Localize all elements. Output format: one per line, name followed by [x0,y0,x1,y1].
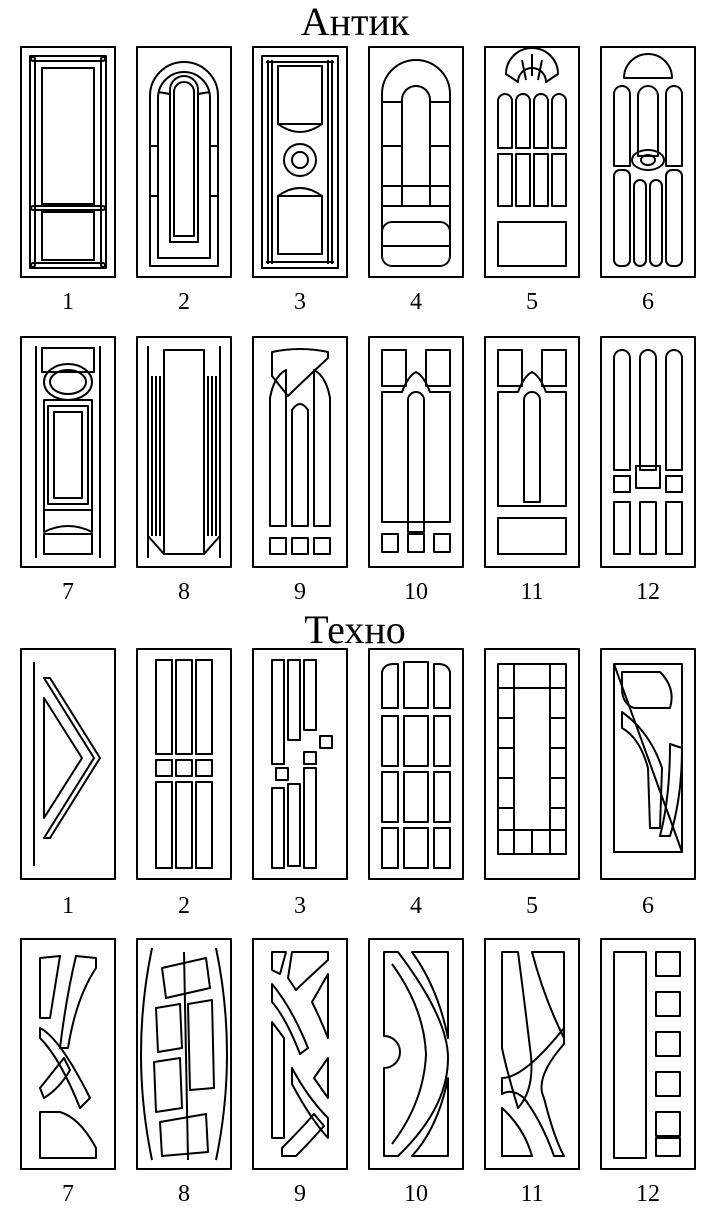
door-number-label: 4 [410,289,422,315]
door-drawing [20,938,116,1170]
door-number-label: 5 [526,893,538,919]
door-drawing [368,938,464,1170]
door-drawing [484,336,580,568]
door-drawing [368,46,464,278]
door-number-label: 6 [642,289,654,315]
door-drawing [600,46,696,278]
door-number-label: 2 [178,893,190,919]
door-drawing [484,46,580,278]
door-number-label: 9 [294,1181,306,1207]
door-drawing [252,336,348,568]
door-number-label: 7 [62,1181,74,1207]
door-number-label: 5 [526,289,538,315]
door-drawing [600,648,696,880]
door-drawing [20,336,116,568]
door-number-label: 1 [62,289,74,315]
door-drawing [136,648,232,880]
door-drawing [600,336,696,568]
door-drawing [368,336,464,568]
door-drawing [136,46,232,278]
door-drawing [600,938,696,1170]
door-number-label: 12 [636,1181,660,1207]
door-drawing [20,648,116,880]
door-number-label: 10 [404,1181,428,1207]
door-drawing [484,648,580,880]
door-drawing [252,648,348,880]
door-number-label: 2 [178,289,190,315]
section-title: Техно [304,607,406,652]
door-number-label: 3 [294,893,306,919]
door-number-label: 1 [62,893,74,919]
door-number-label: 7 [62,579,74,605]
door-number-label: 9 [294,579,306,605]
door-number-label: 11 [520,579,544,605]
door-drawing [252,46,348,278]
door-drawing [252,938,348,1170]
door-drawing [136,938,232,1170]
door-number-label: 8 [178,1181,190,1207]
door-number-label: 12 [636,579,660,605]
section-title: Антик [300,0,410,44]
door-drawing [136,336,232,568]
door-number-label: 10 [404,579,428,605]
door-number-label: 4 [410,893,422,919]
door-number-label: 11 [520,1181,544,1207]
door-drawing [20,46,116,278]
door-number-label: 6 [642,893,654,919]
door-number-label: 3 [294,289,306,315]
door-drawing [368,648,464,880]
door-drawing [484,938,580,1170]
door-number-label: 8 [178,579,190,605]
